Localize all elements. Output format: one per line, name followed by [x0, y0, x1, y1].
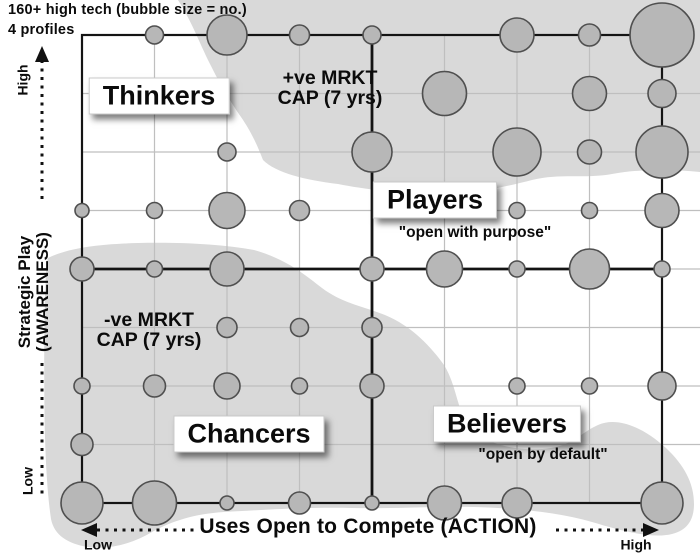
bubble: [501, 487, 533, 519]
positive-annotation-line2: CAP (7 yrs): [277, 87, 383, 109]
bubble: [508, 260, 526, 278]
figure-title: 160+ high tech (bubble size = no.): [8, 2, 247, 18]
bubble: [508, 201, 526, 220]
bubble: [217, 142, 237, 162]
bubble: [571, 75, 608, 112]
bubble: [640, 481, 684, 525]
bubble: [206, 14, 248, 56]
bubble: [426, 485, 463, 521]
y-axis-low-label: Low: [19, 467, 36, 495]
bubble: [576, 139, 603, 165]
y-axis-up-arrowhead: [35, 46, 49, 62]
x-axis-low-label: Low: [84, 536, 112, 553]
bubble: [629, 2, 695, 68]
bubble: [635, 125, 689, 179]
bubble: [73, 377, 91, 395]
bubble: [351, 131, 393, 173]
bubble: [647, 371, 677, 401]
players-sublabel: "open with purpose": [398, 223, 552, 241]
bubble: [142, 374, 167, 398]
bubble: [364, 495, 380, 511]
bubble: [568, 248, 611, 290]
x-axis-left-arrowhead: [81, 523, 97, 537]
bubble: [577, 23, 602, 47]
negative-annotation-line1: -ve MRKT: [104, 309, 194, 332]
bubble: [145, 201, 164, 220]
x-axis-right-arrowhead: [643, 523, 659, 537]
quadrant-label-players: Players: [372, 181, 498, 219]
bubble: [288, 199, 311, 222]
bubble: [361, 316, 383, 339]
bubble: [60, 481, 104, 525]
bubble: [492, 127, 542, 177]
bubble: [208, 191, 246, 230]
figure-subtitle: 4 profiles: [8, 22, 75, 38]
positive-annotation-line1: +ve MRKT: [282, 67, 378, 90]
y-axis-title: Strategic Play (AWARENESS): [15, 232, 52, 352]
bubble: [289, 317, 310, 338]
y-axis-title-line2: (AWARENESS): [33, 232, 52, 352]
bubble: [359, 373, 385, 399]
bubble: [216, 316, 238, 339]
bubble: [144, 25, 165, 45]
bubble: [362, 25, 382, 45]
bubble: [580, 201, 599, 220]
negative-market-cap-annotation: -ve MRKT CAP (7 yrs): [96, 309, 202, 351]
bubble: [653, 260, 671, 278]
bubble: [359, 256, 385, 282]
bubble: [145, 260, 164, 278]
quadrant-label-thinkers: Thinkers: [88, 77, 230, 115]
x-axis-title: Uses Open to Compete (ACTION): [199, 514, 537, 538]
bubble: [421, 70, 468, 117]
bubble: [290, 377, 309, 395]
bubble: [213, 372, 241, 400]
quadrant-label-chancers: Chancers: [173, 415, 325, 453]
bubble: [425, 250, 464, 288]
bubble: [580, 377, 599, 395]
bubble: [131, 480, 178, 526]
bubble: [508, 377, 526, 395]
bubble: [499, 17, 535, 53]
quadrant-label-believers: Believers: [432, 405, 582, 443]
believers-sublabel: "open by default": [478, 445, 608, 463]
bubble: [647, 78, 677, 109]
positive-market-cap-annotation: +ve MRKT CAP (7 yrs): [277, 67, 383, 109]
bubble: [644, 192, 680, 229]
bubble: [288, 24, 311, 46]
bubble: [219, 495, 235, 511]
y-axis-high-label: High: [14, 64, 31, 96]
bubble: [69, 256, 95, 282]
bubble: [70, 432, 94, 457]
bubble: [287, 491, 312, 515]
y-axis-title-line1: Strategic Play: [15, 235, 35, 349]
negative-annotation-line2: CAP (7 yrs): [96, 329, 202, 351]
bubble: [74, 202, 90, 219]
bubble: [209, 251, 245, 287]
x-axis-high-label: High: [620, 536, 652, 553]
